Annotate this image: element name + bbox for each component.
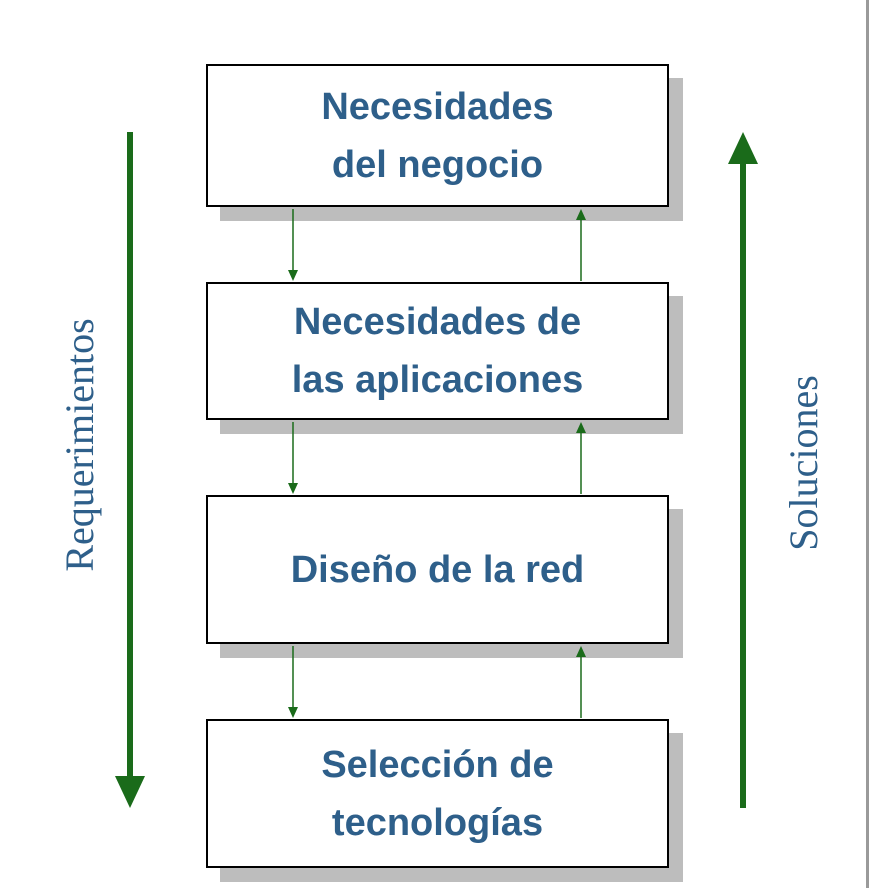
up-connector-arrow [576,646,586,718]
down-connector-arrow [288,209,298,281]
down-connector-arrow [288,646,298,718]
solutions-up-arrow [728,132,758,808]
solutions-label: Soluciones [781,375,826,551]
box-line: del negocio [331,143,544,186]
box-application-needs: Necesidades de las aplicaciones [206,282,669,420]
requirements-label: Requerimientos [57,318,102,572]
box-line: Selección de [321,743,554,786]
right-border [866,0,869,888]
up-connector-arrow [576,209,586,281]
box-line: Diseño de la red [290,548,585,591]
box-business-needs: Necesidades del negocio [206,64,669,207]
box-technology-selection: Selección de tecnologías [206,719,669,868]
box-line: Necesidades de [293,301,582,343]
requirements-down-arrow [115,132,145,808]
up-connector-arrow [576,422,586,494]
box-line: tecnologías [331,801,544,844]
box-line: las aplicaciones [291,359,584,401]
box-network-design: Diseño de la red [206,495,669,644]
down-connector-arrow [288,422,298,494]
box-line: Necesidades [321,85,554,128]
